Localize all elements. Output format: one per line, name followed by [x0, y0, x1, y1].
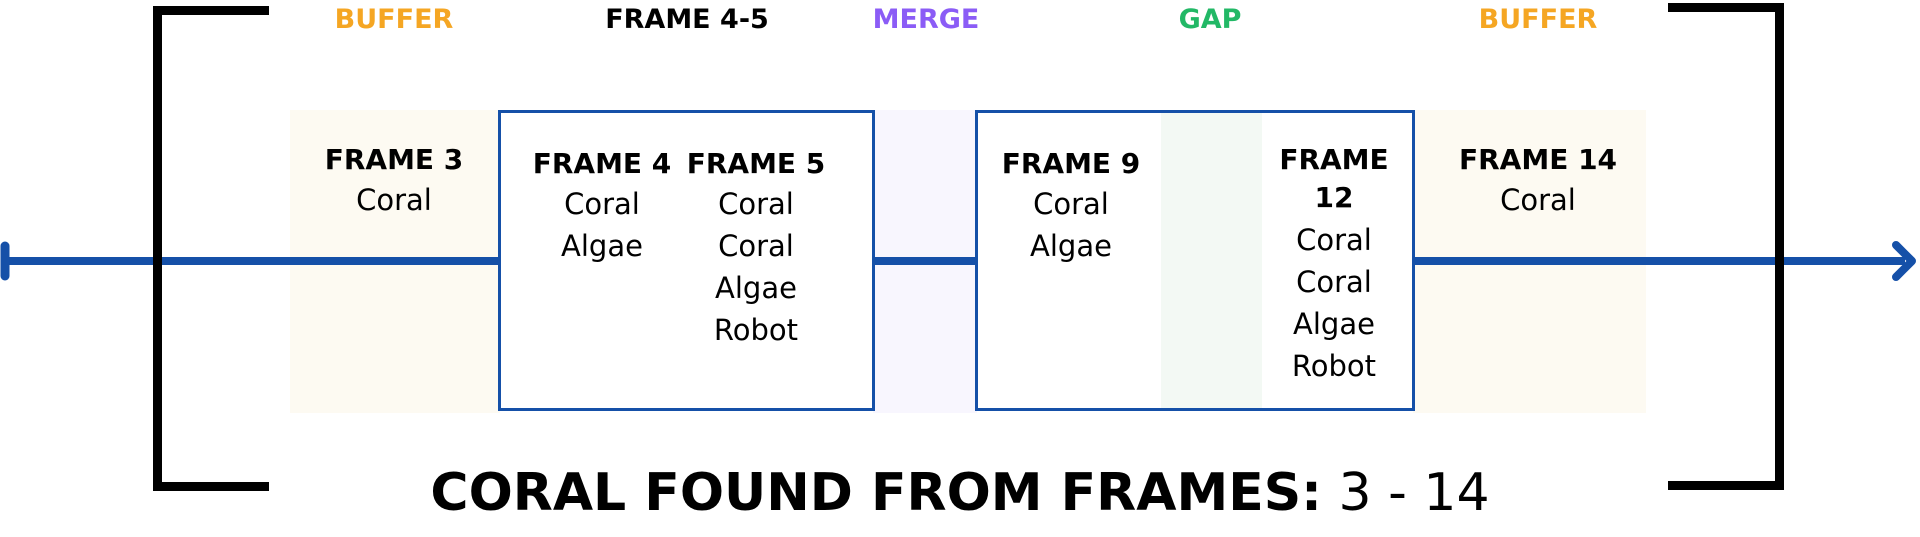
- frame-title: FRAME 4: [532, 147, 672, 180]
- frame-item: Coral: [356, 183, 432, 217]
- frame-title: FRAME 3: [324, 143, 464, 176]
- frame-title: FRAME 14: [1458, 143, 1618, 176]
- frame-item: Coral: [1033, 187, 1109, 221]
- left-bracket: [153, 6, 269, 491]
- label-frame-4-5: FRAME 4-5: [605, 4, 769, 35]
- summary-caption-label: CORAL FOUND FROM FRAMES:: [430, 463, 1322, 523]
- gap-region: [1161, 113, 1262, 408]
- label-merge: MERGE: [872, 4, 980, 35]
- summary-caption-range: 3 - 14: [1321, 463, 1490, 523]
- frame-item: Algae: [561, 229, 643, 263]
- frame-item: Algae: [1030, 229, 1112, 263]
- frame-4: FRAME 4 Coral Algae: [533, 145, 672, 267]
- frame-5: FRAME 5 Coral Coral Algae Robot: [687, 145, 826, 351]
- frame-item: Coral: [1296, 223, 1372, 257]
- label-gap: GAP: [1178, 4, 1242, 35]
- label-buffer-right: BUFFER: [1478, 4, 1598, 35]
- frame-item: Coral: [1296, 265, 1372, 299]
- frame-item: Coral: [1500, 183, 1576, 217]
- frame-item: Coral: [564, 187, 640, 221]
- frame-item: Algae: [715, 271, 797, 305]
- frame-title-line2: 12: [1314, 181, 1354, 214]
- frame-item: Robot: [713, 313, 799, 347]
- right-bracket: [1668, 3, 1784, 490]
- frame-title-line1: FRAME: [1279, 143, 1389, 176]
- frame-9: FRAME 9 Coral Algae: [1002, 145, 1141, 267]
- frame-3: FRAME 3 Coral: [325, 141, 464, 221]
- label-buffer-left: BUFFER: [334, 4, 454, 35]
- arrow-right-icon: [1892, 241, 1916, 281]
- frame-title: FRAME 5: [686, 147, 826, 180]
- frame-item: Algae: [1293, 307, 1375, 341]
- summary-caption: CORAL FOUND FROM FRAMES: 3 - 14: [430, 458, 1489, 528]
- frame-item: Coral: [718, 187, 794, 221]
- frame-4-5-box: [498, 110, 875, 411]
- frame-9-12-box: [975, 110, 1415, 411]
- frame-title: FRAME 9: [1001, 147, 1141, 180]
- frame-14: FRAME 14 Coral: [1459, 141, 1617, 221]
- frame-item: Coral: [718, 229, 794, 263]
- frame-12: FRAME 12 Coral Coral Algae Robot: [1279, 141, 1388, 387]
- frame-item: Robot: [1291, 349, 1377, 383]
